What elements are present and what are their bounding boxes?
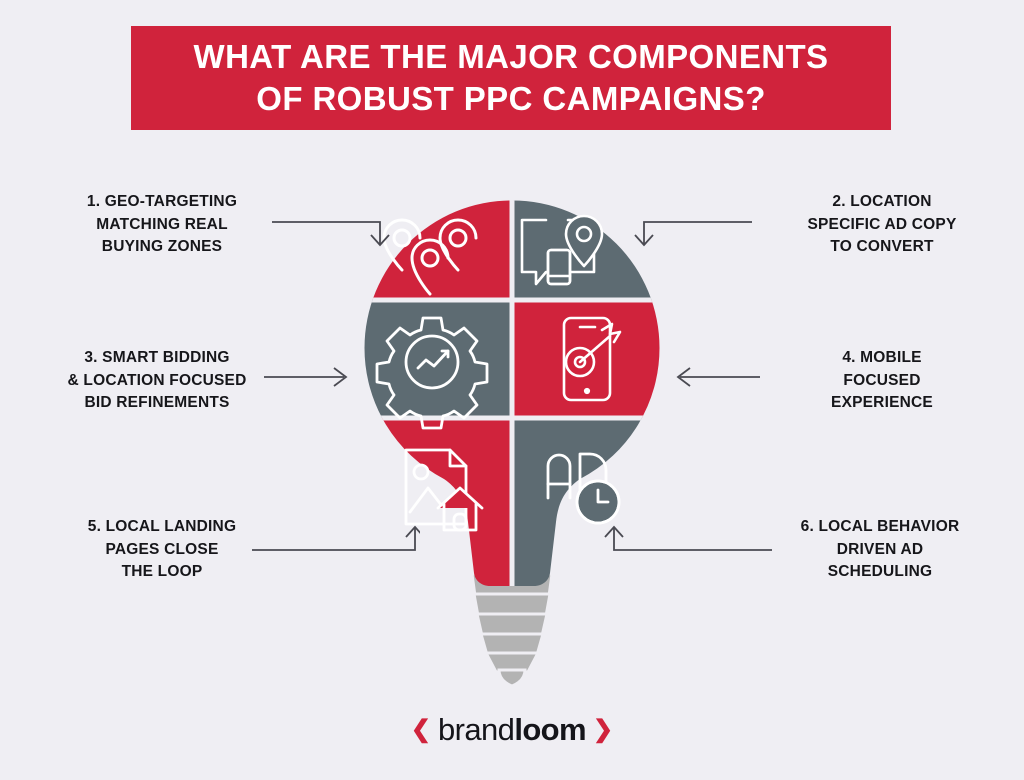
connector-2 — [634, 221, 752, 247]
callout-5-line-2: PAGES CLOSE — [105, 540, 219, 558]
callout-1-line-2: MATCHING REAL — [96, 215, 228, 233]
ad-clock-icon — [546, 452, 621, 525]
callout-4-line-3: EXPERIENCE — [831, 394, 933, 411]
callout-label-1: 1. GEO-TARGETING MATCHING REAL BUYING ZO… — [52, 191, 272, 259]
brandloom-logo: ❮ brandloom ❯ — [0, 714, 1024, 745]
logo-wordmark: brandloom — [438, 712, 587, 747]
callout-1-line-1: 1. GEO-TARGETING — [86, 193, 238, 210]
callout-1-line-3: BUYING ZONES — [101, 238, 223, 255]
callout-label-2: 2. LOCATION SPECIFIC AD COPY TO CONVERT — [772, 191, 992, 259]
chevron-left-icon: ❮ — [410, 715, 432, 743]
callout-2-line-3: TO CONVERT — [830, 238, 934, 255]
callout-6-line-3: SCHEDULING — [827, 563, 933, 580]
callout-label-5: 5. LOCAL LANDING PAGES CLOSE THE LOOP — [52, 516, 272, 584]
location-chat-bubble-icon — [520, 214, 604, 286]
gear-trendline-icon — [375, 316, 489, 430]
mobile-target-dart-icon — [562, 316, 622, 402]
callout-label-6: 6. LOCAL BEHAVIOR DRIVEN AD SCHEDULING — [765, 516, 995, 584]
callout-4-line-1: 4. MOBILE — [842, 349, 922, 366]
connector-1 — [272, 221, 390, 247]
callout-2-line-2: SPECIFIC AD COPY — [807, 215, 957, 233]
callout-3-line-1: 3. SMART BIDDING — [84, 349, 230, 366]
connector-3 — [264, 367, 348, 387]
callout-2-line-1: 2. LOCATION — [832, 193, 932, 210]
bulb-screw-base — [470, 572, 554, 688]
logo-text-light: brand — [438, 712, 515, 747]
bulb-cell-5 — [364, 418, 512, 587]
title-line-1: WHAT ARE THE MAJOR COMPONENTS — [193, 38, 829, 75]
callout-5-line-3: THE LOOP — [121, 563, 203, 580]
light-bulb-diagram — [364, 200, 660, 688]
callout-label-3: 3. SMART BIDDING & LOCATION FOCUSED BID … — [42, 347, 272, 415]
bulb-cell-4 — [512, 300, 660, 418]
connector-4 — [676, 367, 760, 387]
callout-3-line-3: BID REFINEMENTS — [84, 394, 230, 411]
callout-6-line-1: 6. LOCAL BEHAVIOR — [800, 518, 960, 535]
callout-label-4: 4. MOBILE FOCUSED EXPERIENCE — [782, 347, 982, 415]
connector-6 — [604, 525, 772, 551]
callout-5-line-1: 5. LOCAL LANDING — [87, 518, 237, 535]
chevron-right-icon: ❯ — [592, 715, 614, 743]
connector-5 — [252, 525, 420, 551]
title-line-2: OF ROBUST PPC CAMPAIGNS? — [256, 80, 766, 117]
callout-3-line-2: & LOCATION FOCUSED — [67, 371, 247, 389]
title-banner: WHAT ARE THE MAJOR COMPONENTS OF ROBUST … — [131, 26, 891, 130]
map-pins-cluster-icon — [382, 218, 478, 296]
landing-page-house-icon — [404, 448, 484, 532]
logo-text-bold: loom — [514, 712, 586, 747]
callout-6-line-2: DRIVEN AD — [836, 540, 924, 558]
callout-4-line-2: FOCUSED — [843, 371, 921, 389]
